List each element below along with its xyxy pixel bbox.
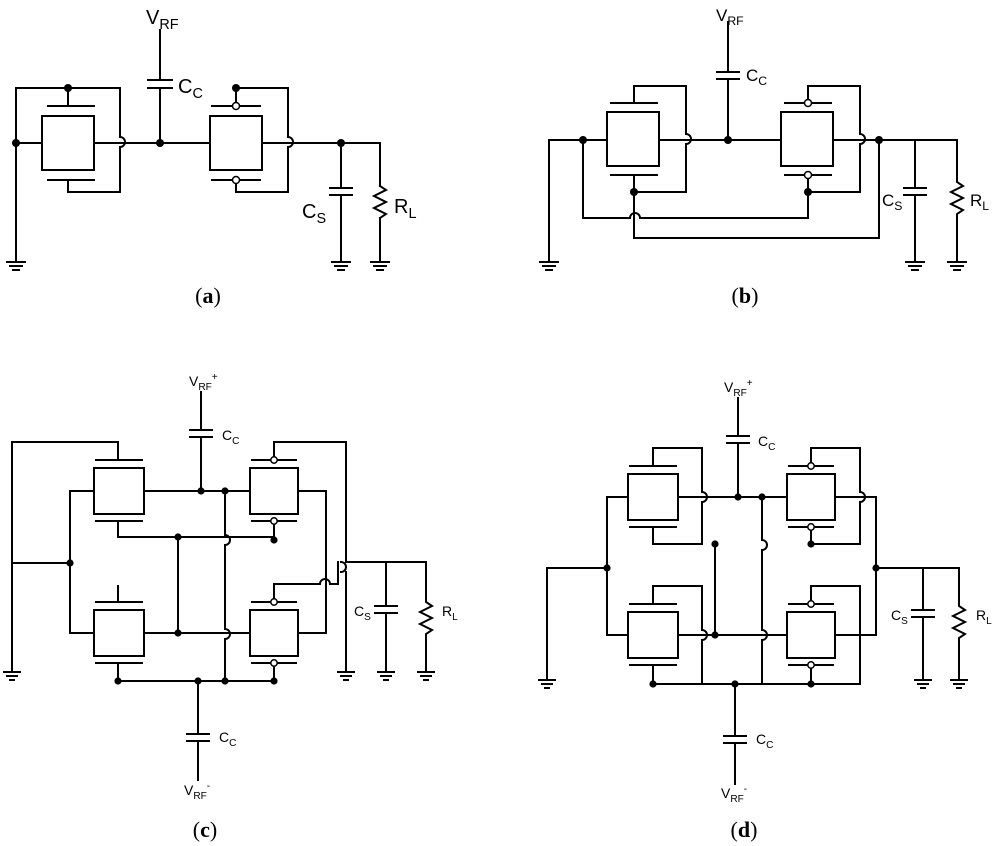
transistor-d-top-right bbox=[786, 447, 836, 545]
transistor-a-right bbox=[209, 87, 263, 193]
ground-b-3 bbox=[947, 261, 967, 271]
transistor-d-bottom-right bbox=[786, 585, 836, 685]
panel-label-c: (c) bbox=[193, 817, 217, 842]
label-a-vrf: VRF bbox=[146, 7, 179, 33]
ground-b-1 bbox=[539, 261, 559, 271]
transistor-d-top-left bbox=[627, 447, 679, 545]
label-c-vrf-minus: VRF- bbox=[184, 781, 210, 802]
label-b-cc: CC bbox=[746, 66, 767, 88]
label-a-cs: CS bbox=[302, 201, 326, 227]
panel-d: VRF+ CC CC VRF- CS RL (d) bbox=[538, 378, 992, 842]
panel-label-a: (a) bbox=[195, 283, 221, 308]
ground-d-3 bbox=[950, 679, 968, 689]
ground-c-1 bbox=[3, 671, 21, 681]
panel-a: VRF CC CS RL (a) bbox=[6, 7, 416, 308]
ground-d-1 bbox=[538, 679, 556, 689]
ground-c-3 bbox=[377, 671, 395, 681]
label-a-rl: RL bbox=[394, 196, 416, 222]
ground-b-2 bbox=[905, 261, 925, 271]
transistor-d-bottom-left bbox=[627, 585, 679, 685]
panel-b: VRF CC CS RL (b) bbox=[539, 6, 989, 308]
ground-a-2 bbox=[331, 261, 351, 271]
ground-a-3 bbox=[370, 261, 390, 271]
label-d-cc-top: CC bbox=[758, 433, 775, 453]
label-d-cs: CS bbox=[891, 607, 908, 627]
transistor-b-right bbox=[780, 85, 834, 193]
label-b-cs: CS bbox=[882, 191, 902, 213]
ground-c-2 bbox=[337, 649, 355, 681]
label-d-rl: RL bbox=[976, 607, 992, 627]
ground-a-1 bbox=[6, 261, 26, 271]
transistor-c-bottom-right bbox=[249, 583, 299, 682]
label-d-vrf-minus: VRF- bbox=[721, 784, 747, 805]
transistor-c-bottom-left bbox=[93, 585, 145, 682]
transistor-a-left bbox=[41, 87, 95, 193]
label-c-cc-bottom: CC bbox=[219, 729, 236, 749]
ground-d-2 bbox=[914, 679, 932, 689]
transistor-c-top-left bbox=[93, 441, 145, 538]
label-d-vrf-plus: VRF+ bbox=[724, 378, 753, 399]
label-c-cs: CS bbox=[354, 603, 371, 623]
label-c-cc-top: CC bbox=[222, 427, 239, 447]
ground-c-4 bbox=[417, 671, 435, 681]
transistor-c-top-right bbox=[249, 441, 299, 541]
transistor-b-left bbox=[606, 85, 660, 193]
panel-c: VRF+ CC CC VRF- CS RL (c) bbox=[3, 372, 458, 842]
label-c-rl: RL bbox=[442, 603, 458, 623]
label-c-vrf-plus: VRF+ bbox=[189, 372, 218, 393]
panel-label-d: (d) bbox=[731, 817, 758, 842]
label-d-cc-bottom: CC bbox=[756, 731, 773, 751]
label-a-cc: CC bbox=[178, 76, 203, 102]
panel-label-b: (b) bbox=[732, 283, 759, 308]
label-b-rl: RL bbox=[970, 191, 989, 213]
label-b-vrf: VRF bbox=[716, 6, 744, 28]
